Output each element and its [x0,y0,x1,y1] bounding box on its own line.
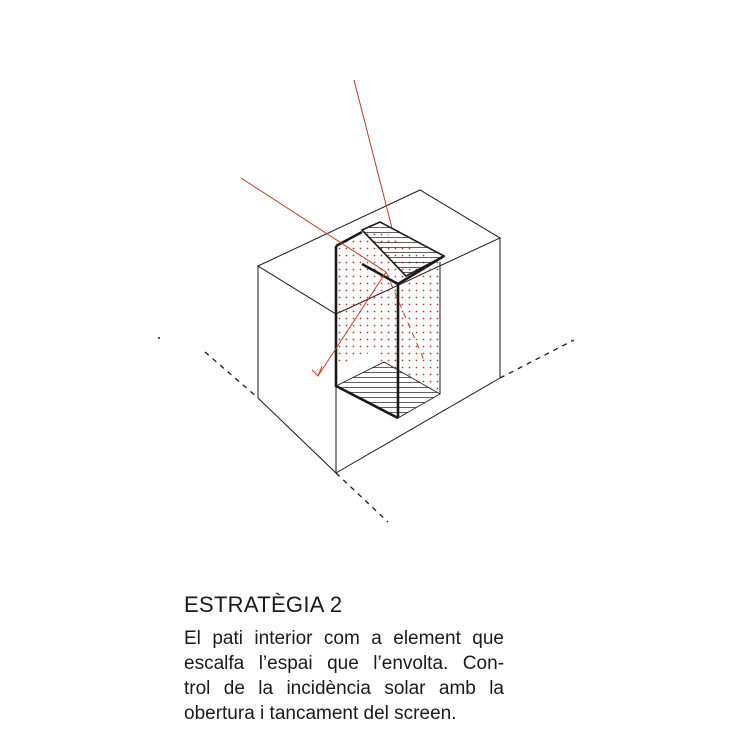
description-line: obertura i tancament del screen. [184,703,457,724]
strategy-title: ESTRATÈGIA 2 [184,592,343,617]
sun-ray-arrowhead [311,365,323,377]
axis-dashed-front [335,472,389,523]
description-line: trol de la incidència solar amb la [184,678,504,699]
axis-dashed-left [204,351,259,399]
volume-base-right [335,377,501,474]
courtyard-dotted-back-face [380,230,440,394]
sun-ray-diverted [317,271,387,377]
sun-ray-reflection-dashed [385,271,425,361]
courtyard-frame [334,230,445,420]
axis-dashed-right [499,339,575,379]
courtyard-element [334,221,446,420]
solar-rays [240,79,425,377]
sun-ray-upper [353,79,393,229]
sun-ray-left [240,177,387,273]
strategy-description: El pati interior com a element que escal… [184,626,504,726]
ground-axes [204,339,575,523]
stray-dot [158,337,160,339]
volume-base-left [257,397,337,474]
description-line: El pati interior com a element que [184,628,504,649]
courtyard-dotted-left-face [336,226,380,368]
description-line: escalfa l’espai que l’envolta. Con- [184,653,504,674]
caption: ESTRATÈGIA 2 El pati interior com a elem… [184,592,504,726]
